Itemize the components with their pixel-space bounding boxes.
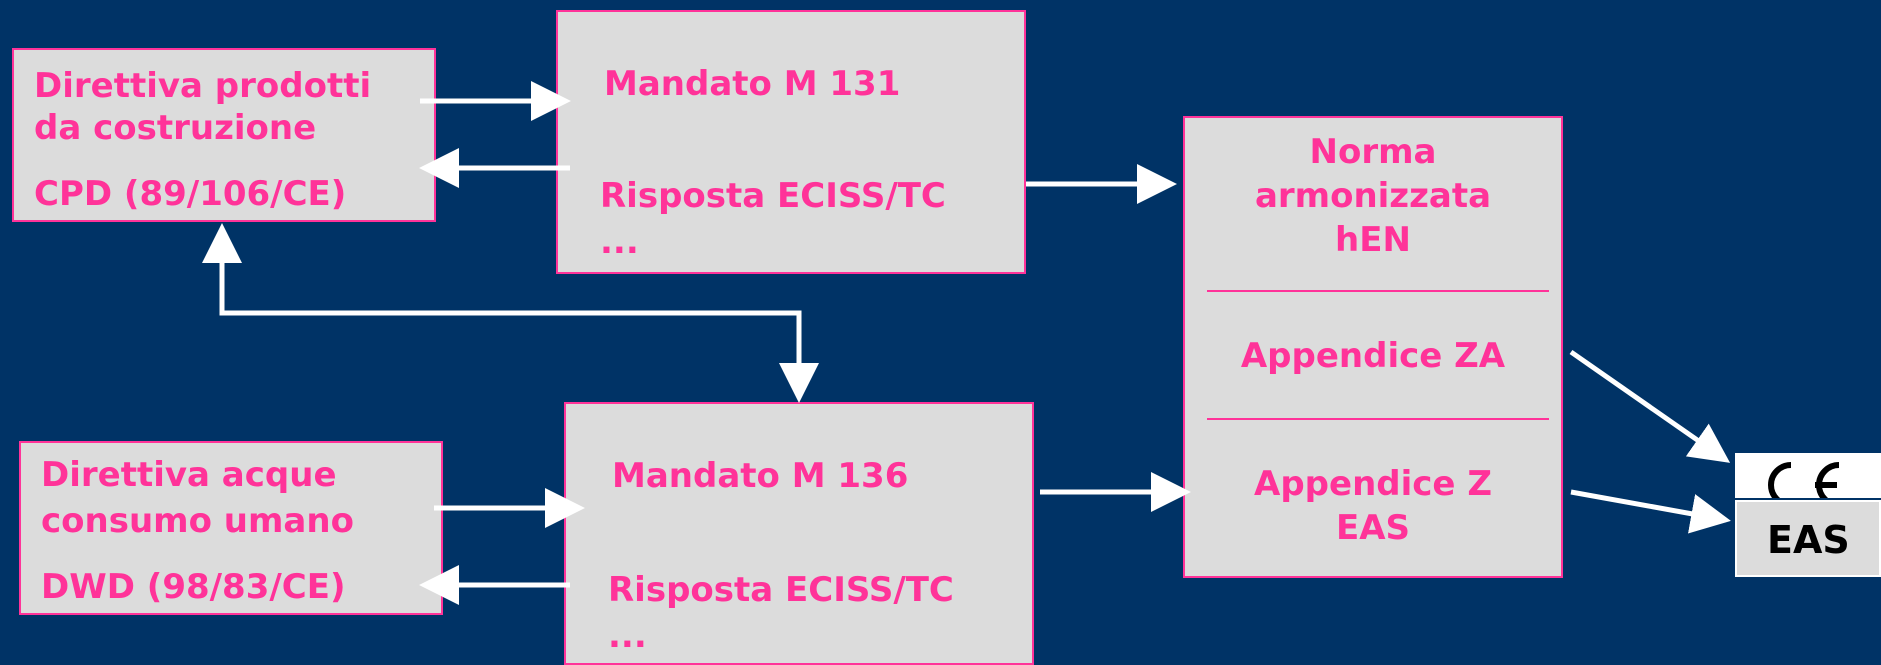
ce-mark-icon [1768, 462, 1840, 498]
eas-mark-box: EAS [1735, 500, 1881, 577]
mandate-m136-box: Mandato M 136 Risposta ECISS/TC ... [564, 402, 1034, 665]
dwd-line-2: consumo umano [41, 501, 354, 541]
arrow-annex-z-to-eas [1570, 489, 1731, 534]
mandate-m131-box: Mandato M 131 Risposta ECISS/TC ... [556, 10, 1026, 274]
ce-mark [1735, 453, 1881, 498]
hen-line-2: armonizzata [1254, 176, 1492, 216]
cpd-directive-box: Direttiva prodotti da costruzione CPD (8… [12, 48, 436, 222]
hen-line-3: hEN [1335, 220, 1411, 260]
cpd-line-1: Direttiva prodotti [34, 66, 372, 106]
hen-divider-2 [1207, 418, 1549, 420]
mandate-m131-title: Mandato M 131 [604, 64, 901, 104]
annex-za-label: Appendice ZA [1240, 336, 1506, 376]
hen-divider-1 [1207, 290, 1549, 292]
mandate-m136-response: Risposta ECISS/TC [608, 570, 954, 610]
annex-z-eas-label: EAS [1335, 508, 1411, 548]
harmonized-standard-box: Norma armonizzata hEN Appendice ZA Appen… [1183, 116, 1563, 578]
mandate-m131-ellipsis: ... [600, 222, 639, 262]
cpd-line-3: CPD (89/106/CE) [34, 174, 347, 214]
mandate-m136-ellipsis: ... [608, 616, 647, 656]
dwd-directive-box: Direttiva acque consumo umano DWD (98/83… [19, 441, 443, 615]
dwd-line-1: Direttiva acque [41, 455, 337, 495]
annex-z-label: Appendice Z [1254, 464, 1492, 504]
eas-mark-label: EAS [1767, 518, 1850, 562]
arrow-annex-za-to-ce [1569, 349, 1731, 463]
dwd-line-3: DWD (98/83/CE) [41, 567, 346, 607]
mandate-m131-response: Risposta ECISS/TC [600, 176, 946, 216]
hen-line-1: Norma [1309, 132, 1437, 172]
cpd-line-2: da costruzione [34, 108, 317, 148]
arrow-cpd-m136-link [219, 236, 819, 403]
mandate-m136-title: Mandato M 136 [612, 456, 909, 496]
